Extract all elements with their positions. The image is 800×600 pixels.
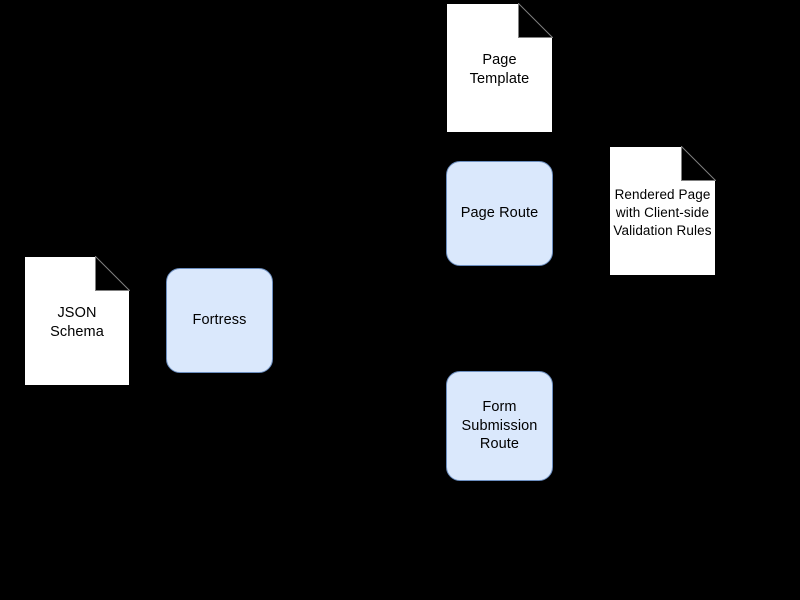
document-shape-icon	[609, 146, 716, 276]
node-form-submission-route[interactable]: Form Submission Route	[446, 371, 553, 481]
node-page-route[interactable]: Page Route	[446, 161, 553, 266]
node-label-fortress: Fortress	[192, 312, 247, 329]
node-json-schema[interactable]: JSON Schema	[24, 256, 130, 386]
document-shape-icon	[24, 256, 130, 386]
document-shape-icon	[446, 3, 553, 133]
node-rendered-page[interactable]: Rendered Page with Client-side Validatio…	[609, 146, 716, 276]
node-label-page-route: Page Route	[460, 205, 539, 222]
node-page-template[interactable]: Page Template	[446, 3, 553, 133]
node-fortress[interactable]: Fortress	[166, 268, 273, 373]
node-label-form-submission-route: Form Submission Route	[461, 399, 538, 453]
